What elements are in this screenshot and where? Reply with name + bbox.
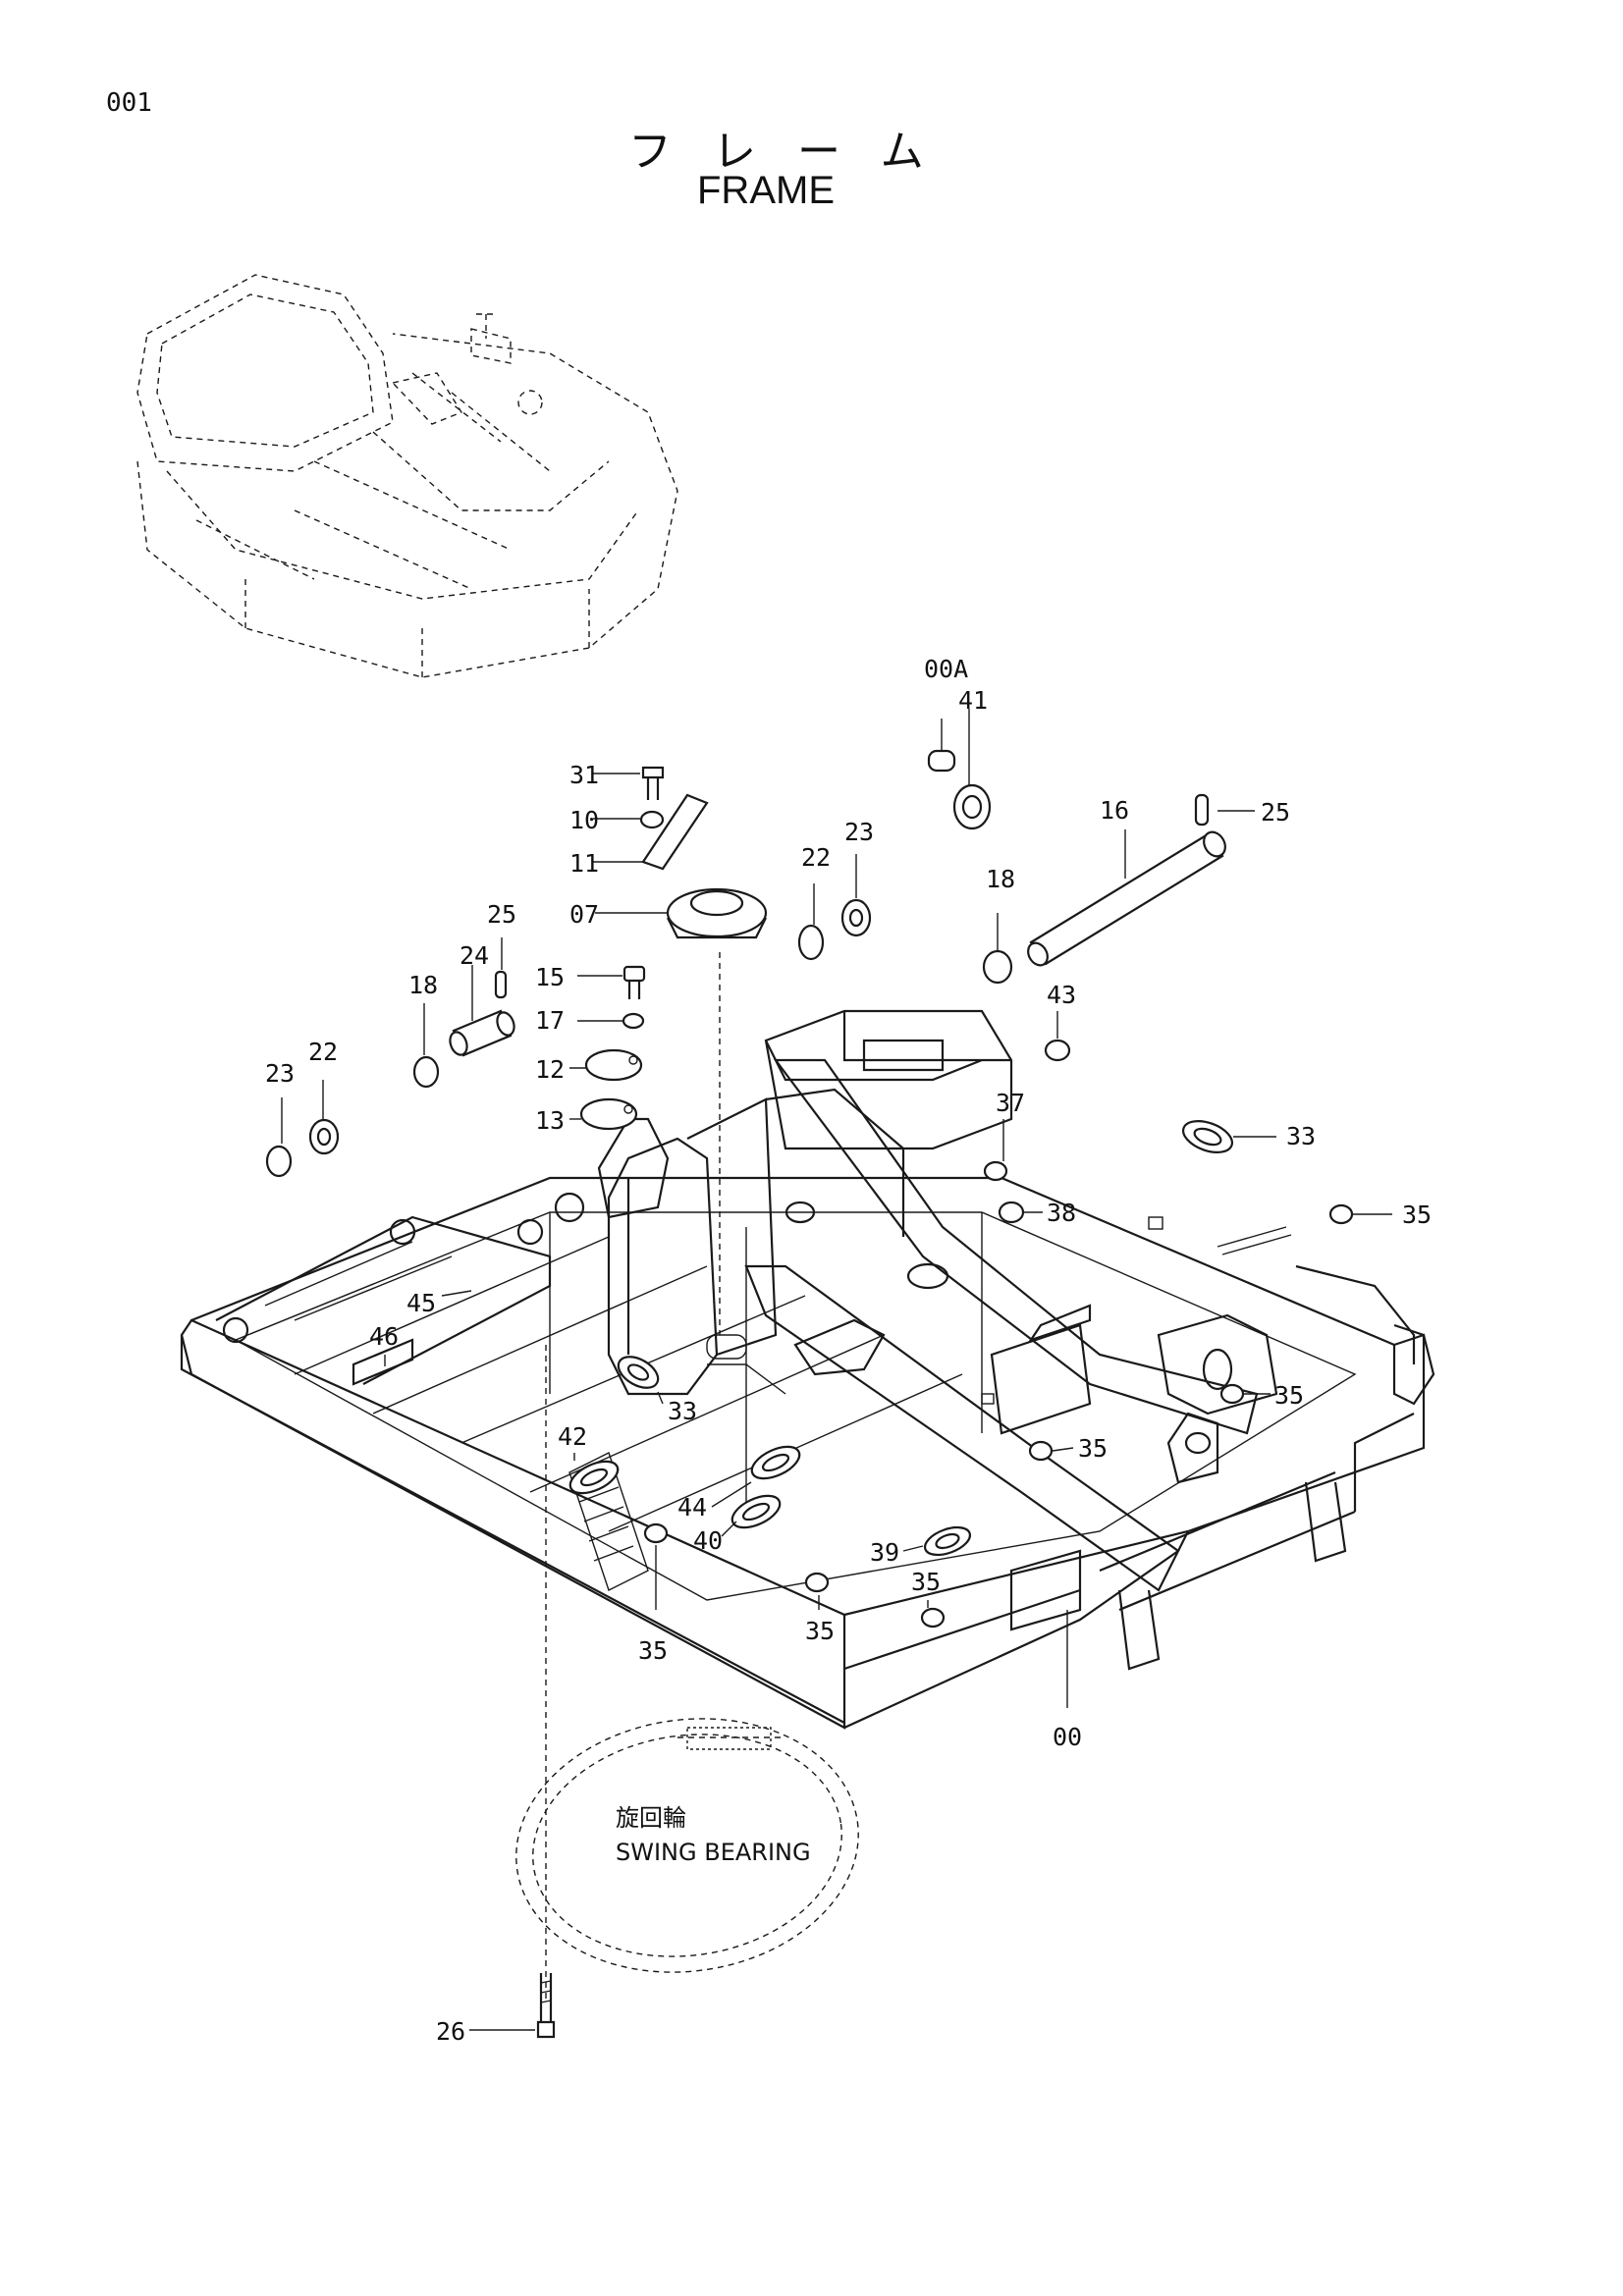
callout-26: 26 (436, 2017, 465, 2046)
callout-25-pin24: 25 (487, 900, 516, 929)
callout-labels: 00A 41 31 10 11 07 16 25 22 23 18 25 24 … (265, 655, 1432, 2046)
callout-15: 15 (535, 963, 565, 991)
callout-11: 11 (569, 849, 599, 878)
callout-18-right: 18 (986, 865, 1015, 893)
seal-07 (666, 887, 768, 939)
callout-42: 42 (558, 1422, 587, 1451)
pin-24 (449, 1009, 515, 1057)
callout-35-right-rear: 35 (1274, 1381, 1304, 1410)
callout-37: 37 (996, 1089, 1025, 1117)
callout-17: 17 (535, 1006, 565, 1035)
swing-bearing-illustration (515, 1718, 859, 1973)
callout-35-left-front: 35 (638, 1636, 668, 1665)
grommet-33b (617, 1356, 660, 1389)
grommet-35e (804, 1572, 830, 1593)
callout-44: 44 (677, 1493, 707, 1522)
callout-00A: 00A (924, 655, 968, 683)
ring-18b (412, 1055, 440, 1089)
grommet-35d (643, 1522, 669, 1544)
callout-07: 07 (569, 900, 599, 929)
callout-18-left: 18 (408, 971, 438, 999)
callout-25-pin16: 25 (1261, 798, 1290, 827)
grommet-35c (1028, 1440, 1054, 1462)
callout-33-right: 33 (1286, 1122, 1316, 1150)
spring-pin-25a (1194, 793, 1210, 827)
grommet-38 (998, 1201, 1025, 1224)
washer-10 (639, 810, 665, 829)
callout-22-lower: 22 (308, 1038, 338, 1066)
plate-12 (584, 1048, 643, 1082)
pin-16 (1027, 830, 1226, 967)
callout-31: 31 (569, 761, 599, 789)
shim-22b (308, 1118, 340, 1155)
callout-40: 40 (693, 1526, 723, 1555)
grommet-35f (920, 1607, 946, 1629)
swing-bearing-label-jp: 旋回輪 (616, 1804, 686, 1832)
callout-35-far-right: 35 (1402, 1201, 1432, 1229)
grommet-39 (923, 1525, 972, 1557)
callout-12: 12 (535, 1055, 565, 1084)
bolt-26 (536, 1973, 556, 2039)
title-english: FRAME (697, 169, 835, 212)
shim-23a (840, 898, 872, 937)
callout-23-upper: 23 (844, 818, 874, 846)
grommet-35a (1328, 1203, 1354, 1225)
callout-33-center: 33 (668, 1397, 697, 1425)
grommet-42 (568, 1460, 620, 1495)
callout-24: 24 (460, 941, 489, 970)
main-frame-00 (180, 952, 1435, 2002)
bushing-41 (952, 783, 992, 830)
plate-13 (579, 1097, 638, 1131)
callout-13: 13 (535, 1106, 565, 1135)
callout-35-right-front: 35 (911, 1568, 941, 1596)
callout-16: 16 (1100, 796, 1129, 825)
grommet-33a (1182, 1120, 1233, 1153)
leader-lines (281, 709, 1392, 2031)
callout-38: 38 (1047, 1199, 1076, 1227)
bolt-15 (622, 965, 646, 999)
page-number: 001 (106, 88, 152, 118)
spring-pin-25b (494, 970, 508, 999)
callout-39: 39 (870, 1538, 899, 1567)
callout-35-center-right: 35 (1078, 1434, 1108, 1463)
title-japanese: フレーム (628, 127, 965, 177)
callout-00: 00 (1053, 1723, 1082, 1751)
excavator-overview-illustration (136, 274, 678, 678)
nut-43 (1044, 1039, 1071, 1062)
callout-41: 41 (958, 686, 988, 715)
shim-22a (797, 924, 825, 961)
grommet-35b (1219, 1383, 1245, 1405)
callout-22-upper: 22 (801, 843, 831, 872)
plate-11 (641, 793, 709, 871)
swing-bearing-label-en: SWING BEARING (616, 1839, 811, 1866)
callout-23-lower: 23 (265, 1059, 295, 1088)
callout-45: 45 (406, 1289, 436, 1317)
callout-46: 46 (369, 1322, 399, 1351)
callout-35-center-front: 35 (805, 1617, 835, 1645)
callout-10: 10 (569, 806, 599, 834)
cap-00A (927, 749, 956, 773)
grommet-37 (983, 1160, 1008, 1182)
grommet-40 (730, 1494, 782, 1529)
shim-23b (265, 1145, 293, 1178)
washer-17 (622, 1012, 645, 1030)
ring-18a (982, 949, 1013, 985)
bolt-31 (641, 766, 665, 800)
grommet-44 (750, 1445, 801, 1480)
callout-43: 43 (1047, 981, 1076, 1009)
